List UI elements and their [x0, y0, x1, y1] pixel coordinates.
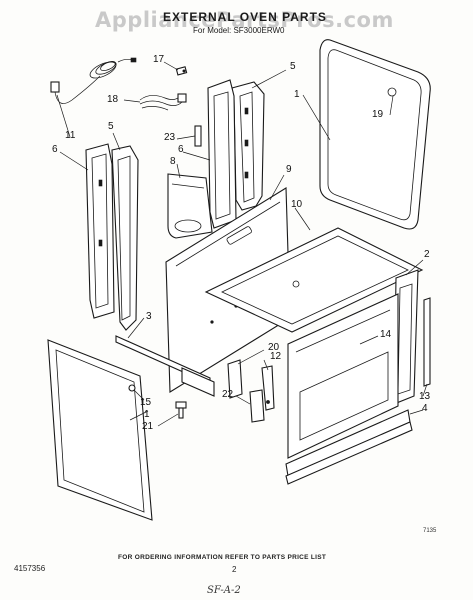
side-panel-part-6-upper — [207, 79, 237, 229]
callout-22: 22 — [222, 389, 234, 400]
hinge-part-22 — [249, 389, 265, 423]
callout-19: 19 — [372, 109, 384, 120]
side-panel-part-6-lower — [85, 143, 115, 319]
kick-plate-part-4 — [285, 409, 413, 485]
leveling-leg-part-21 — [175, 401, 187, 419]
callout-4: 4 — [422, 403, 428, 414]
callout-1-lower: 1 — [144, 409, 150, 420]
page-number: 2 — [232, 565, 237, 574]
callout-23: 23 — [164, 132, 176, 143]
front-frame-part-14 — [287, 293, 399, 459]
callout-12: 12 — [270, 351, 282, 362]
clip-part-17 — [175, 66, 188, 76]
callout-14: 14 — [380, 329, 392, 340]
callout-6-lower: 6 — [52, 144, 58, 155]
power-cord-part-11 — [50, 57, 137, 104]
callout-13: 13 — [419, 391, 431, 402]
bottom-rail-part-3 — [115, 335, 215, 397]
callout-1: 1 — [294, 89, 300, 100]
door-panel-part-1-lower — [47, 339, 153, 521]
hinge-part-12 — [261, 365, 275, 411]
callout-20: 20 — [268, 342, 280, 353]
vertical-strip-part-13 — [423, 297, 431, 387]
ordering-note: FOR ORDERING INFORMATION REFER TO PARTS … — [118, 554, 327, 561]
callout-8: 8 — [170, 156, 176, 167]
callout-5-lower: 5 — [108, 121, 114, 132]
side-rail-part-5-upper — [231, 81, 265, 211]
callout-5-upper: 5 — [290, 61, 296, 72]
callout-3: 3 — [146, 311, 152, 322]
top-panel-part-10 — [204, 227, 424, 333]
leader-lines — [56, 61, 428, 427]
fastener-part-15 — [128, 384, 136, 392]
document-number: 4157356 — [14, 564, 46, 573]
side-rail-part-5-lower — [111, 145, 139, 331]
drawing-code: 7135 — [423, 528, 437, 534]
callout-10: 10 — [291, 199, 303, 210]
callout-18: 18 — [107, 94, 119, 105]
door-frame-part-1 — [319, 39, 431, 230]
callout-21: 21 — [142, 421, 154, 432]
wiring-harness-part-18 — [139, 93, 187, 111]
callout-15: 15 — [140, 397, 152, 408]
model-number: For Model: SF3000ERW0 — [193, 26, 285, 35]
hinge-bracket-part-20 — [227, 359, 243, 399]
bracket-part-23 — [194, 125, 202, 147]
watermark: AppliancePartsPros.com — [95, 8, 394, 32]
cover-plate-part-8 — [167, 173, 213, 239]
handwritten-note: SF-A-2 — [207, 585, 241, 596]
callout-6-upper: 6 — [178, 144, 184, 155]
callout-11: 11 — [65, 130, 76, 141]
callout-9: 9 — [286, 164, 292, 175]
diagram-title: EXTERNAL OVEN PARTS — [163, 10, 327, 24]
callout-2: 2 — [424, 249, 430, 260]
callout-17: 17 — [153, 54, 165, 65]
